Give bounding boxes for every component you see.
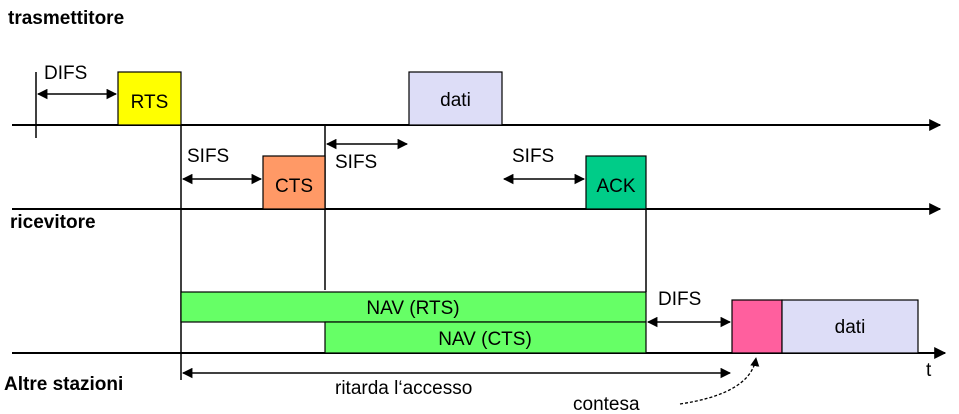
difs-1-label: DIFS — [44, 63, 87, 84]
cts-frame-label: CTS — [275, 176, 313, 197]
sifs-3-label: SIFS — [512, 146, 554, 167]
delay-access-label: ritarda l‘accesso — [335, 378, 472, 399]
ack-frame — [585, 155, 647, 210]
rts-frame-label: RTS — [131, 92, 169, 113]
time-axis-label: t — [926, 360, 932, 381]
data-tx-frame — [408, 71, 503, 126]
data-other-frame-label: dati — [835, 317, 866, 338]
ack-frame-label: ACK — [596, 176, 635, 197]
nav-rts-bar — [180, 291, 647, 323]
data-tx-frame-label: dati — [440, 90, 471, 111]
contention-label: contesa — [573, 394, 640, 414]
data-other-frame — [781, 299, 919, 354]
cts-frame — [262, 155, 326, 210]
nav-cts-label: NAV (CTS) — [438, 329, 532, 350]
difs-2-label: DIFS — [658, 289, 701, 310]
rts-frame — [117, 71, 182, 126]
transmitter-row-label: trasmettitore — [8, 8, 124, 29]
sifs-1-label: SIFS — [187, 146, 229, 167]
nav-cts-bar — [324, 321, 647, 354]
other-stations-row-label: Altre stazioni — [4, 374, 123, 395]
contention-pointer-arrow — [679, 357, 760, 405]
sifs-2-label: SIFS — [335, 152, 377, 173]
nav-rts-label: NAV (RTS) — [366, 298, 459, 319]
contention-frame — [731, 299, 783, 354]
receiver-row-label: ricevitore — [10, 212, 96, 233]
